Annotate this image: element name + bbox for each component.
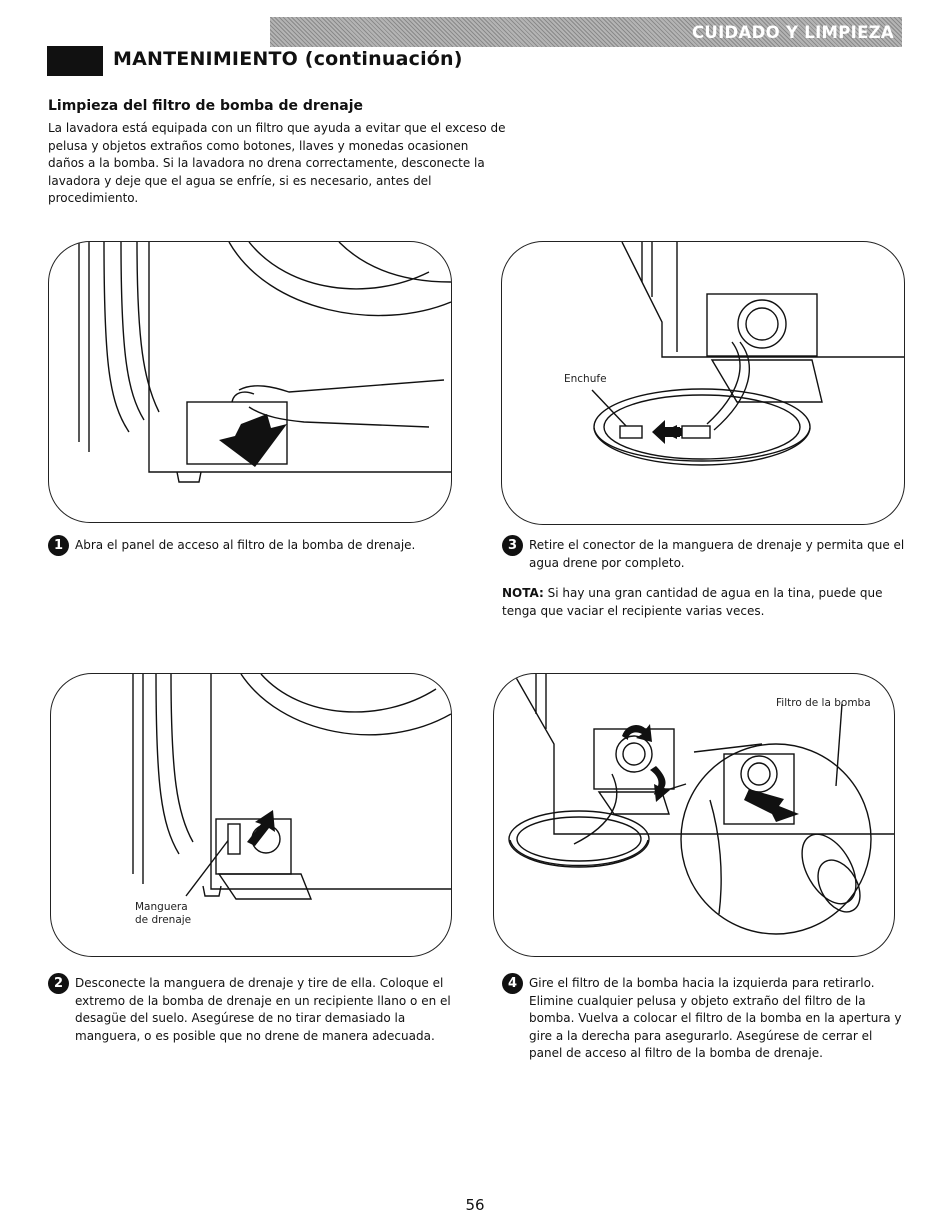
step-3-text: Retire el conector de la manguera de dre… [529,537,914,572]
step-4-badge: 4 [502,973,523,994]
step-2-text: Desconecte la manguera de drenaje y tire… [75,975,455,1045]
drain-hose-label-line-2: de drenaje [135,914,191,927]
step-3-badge: 3 [502,535,523,556]
illustration-step-4: Filtro de la bomba [493,673,895,957]
step-1-badge: 1 [48,535,69,556]
note-label: NOTA: [502,586,544,600]
drain-hose-label: Manguera de drenaje [135,901,191,927]
section-tab-bar: CUIDADO Y LIMPIEZA [270,17,902,47]
section-tab-label: CUIDADO Y LIMPIEZA [692,17,894,47]
drain-hose-label-line-1: Manguera [135,901,191,914]
step-4-text: Gire el filtro de la bomba hacia la izqu… [529,975,907,1063]
illustration-step-3: Enchufe [501,241,905,525]
intro-paragraph: La lavadora está equipada con un filtro … [48,120,508,208]
drain-hose-pan-drawing [502,242,904,524]
page-title: MANTENIMIENTO (continuación) [113,48,463,70]
illustration-step-2: Manguera de drenaje [50,673,452,957]
title-marker-block [47,46,103,76]
page-number: 56 [0,1196,950,1214]
illustration-step-1 [48,241,452,523]
section-heading: Limpieza del filtro de bomba de drenaje [48,98,363,114]
plug-label: Enchufe [564,373,607,386]
pump-filter-removal-drawing [494,674,894,956]
note-paragraph: NOTA: Si hay una gran cantidad de agua e… [502,585,902,620]
washer-open-panel-drawing [49,242,451,522]
washer-drain-hose-drawing [51,674,451,956]
step-2-badge: 2 [48,973,69,994]
note-text: Si hay una gran cantidad de agua en la t… [502,586,882,618]
step-1-text: Abra el panel de acceso al filtro de la … [75,537,455,555]
pump-filter-label: Filtro de la bomba [776,697,871,710]
